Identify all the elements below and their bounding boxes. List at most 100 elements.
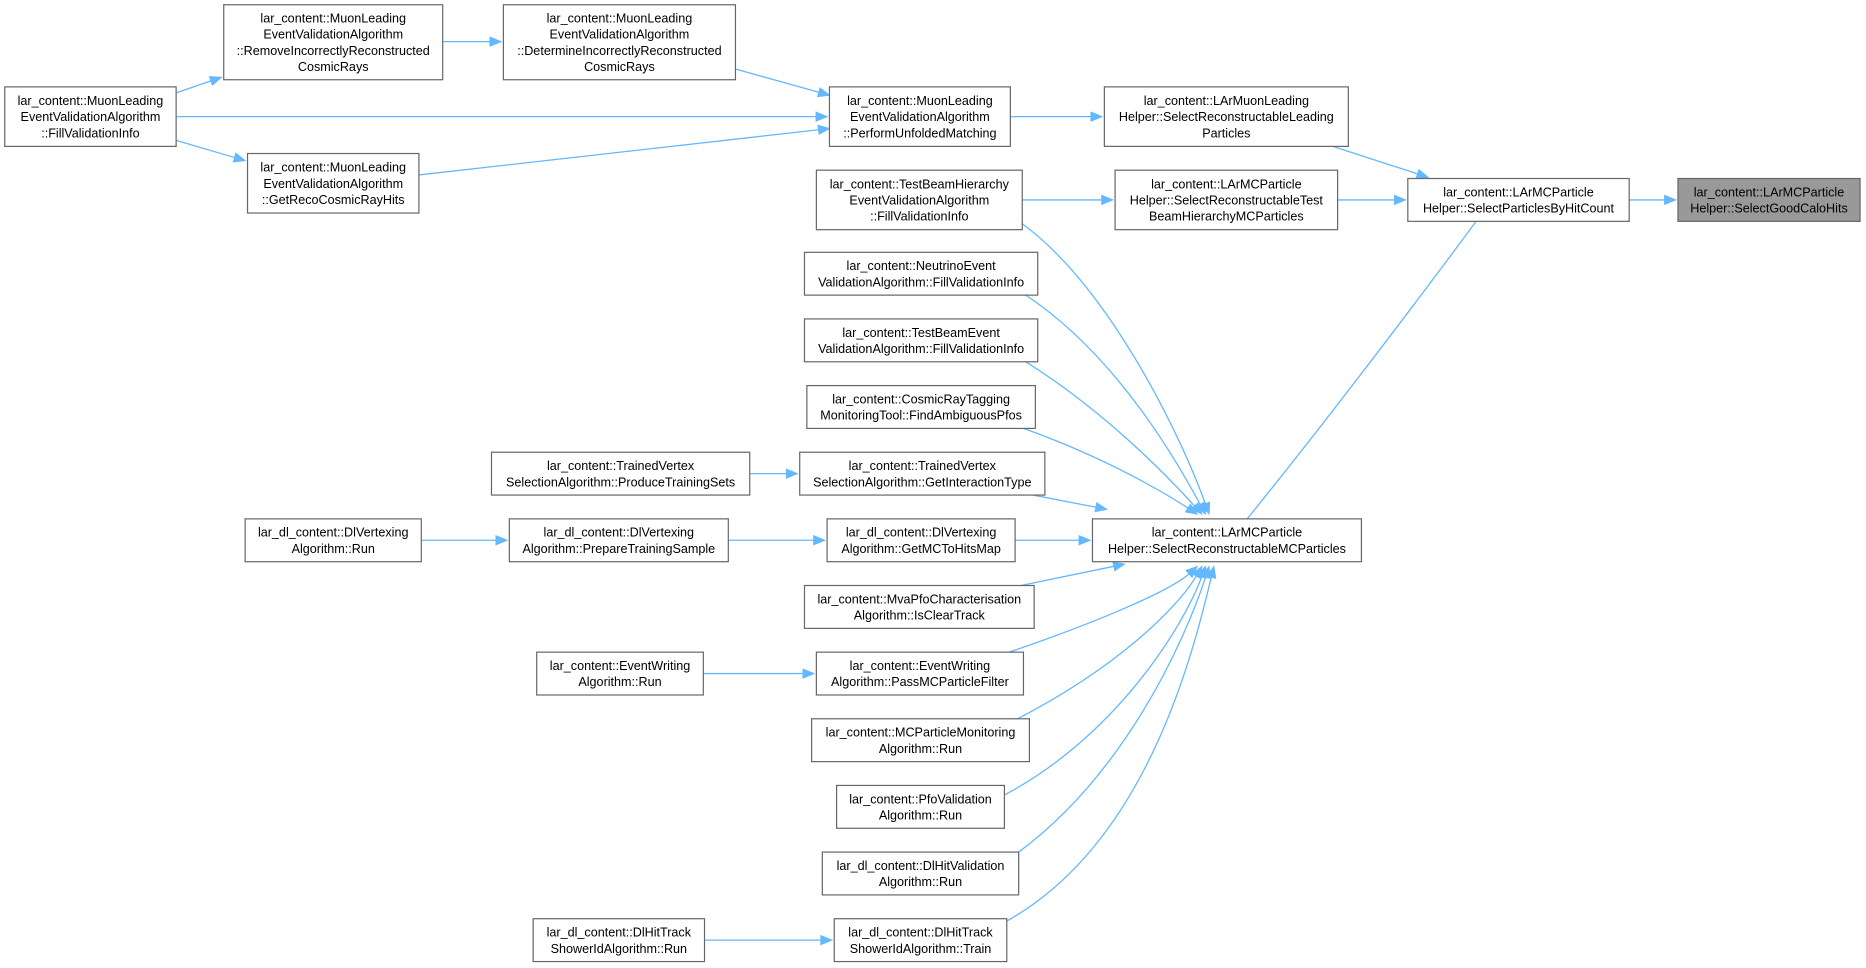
node-label-line: lar_dl_content::DlHitTrack bbox=[848, 926, 993, 940]
node-box bbox=[536, 651, 704, 696]
node-muon-remove-incorrect[interactable]: lar_content::MuonLeadingEventValidationA… bbox=[223, 4, 444, 81]
node-box bbox=[803, 584, 1035, 629]
node-label-line: ::GetRecoCosmicRayHits bbox=[262, 193, 405, 207]
node-label-line: Algorithm::Run bbox=[578, 675, 661, 689]
node-dl-hit-validation-run[interactable]: lar_dl_content::DlHitValidationAlgorithm… bbox=[821, 851, 1020, 896]
node-label-line: Helper::SelectGoodCaloHits bbox=[1690, 202, 1848, 216]
node-trained-vertex-interaction[interactable]: lar_content::TrainedVertexSelectionAlgor… bbox=[799, 451, 1046, 496]
node-label-line: lar_content::MuonLeading bbox=[547, 11, 693, 25]
node-label-line: lar_dl_content::DlHitValidation bbox=[837, 859, 1005, 873]
node-muon-get-reco-cosmic[interactable]: lar_content::MuonLeadingEventValidationA… bbox=[246, 152, 420, 214]
arrowhead-icon bbox=[1184, 503, 1199, 515]
node-box bbox=[1091, 518, 1363, 563]
node-box bbox=[508, 518, 729, 563]
node-dl-hit-track-shower-train[interactable]: lar_dl_content::DlHitTrackShowerIdAlgori… bbox=[833, 918, 1008, 963]
node-select-test-beam-hierarchy[interactable]: lar_content::LArMCParticleHelper::Select… bbox=[1114, 169, 1339, 231]
node-label-line: Helper::SelectReconstructableTest bbox=[1130, 193, 1324, 207]
arrowhead-icon bbox=[813, 535, 827, 546]
node-muon-fill-validation[interactable]: lar_content::MuonLeadingEventValidationA… bbox=[4, 86, 177, 147]
arrowhead-icon bbox=[489, 36, 503, 47]
edge-trained_vertex_produce-to-trained_vertex_interaction bbox=[749, 468, 799, 479]
node-label-line: EventValidationAlgorithm bbox=[849, 193, 989, 207]
node-muon-determine-incorrect[interactable]: lar_content::MuonLeadingEventValidationA… bbox=[502, 4, 737, 81]
edge-trained_vertex_interaction-to-select_reconstructable_mc bbox=[1032, 494, 1109, 513]
edge-dl_vertexing_get_mc-to-select_reconstructable_mc bbox=[1015, 535, 1092, 546]
node-label-line: lar_content::TrainedVertex bbox=[547, 459, 695, 473]
node-select-good-calo-hits[interactable]: lar_content::LArMCParticleHelper::Select… bbox=[1677, 177, 1861, 222]
node-mc-particle-monitoring-run[interactable]: lar_content::MCParticleMonitoringAlgorit… bbox=[811, 718, 1030, 763]
node-muon-select-leading[interactable]: lar_content::LArMuonLeadingHelper::Selec… bbox=[1103, 86, 1349, 147]
arrowhead-icon bbox=[817, 124, 831, 136]
node-box bbox=[815, 169, 1023, 231]
node-box bbox=[4, 86, 177, 147]
node-dl-vertexing-get-mc[interactable]: lar_dl_content::DlVertexingAlgorithm::Ge… bbox=[826, 518, 1016, 563]
node-label-line: EventValidationAlgorithm bbox=[550, 28, 690, 42]
edge-line bbox=[1004, 576, 1203, 796]
arrowhead-icon bbox=[1206, 565, 1217, 579]
edge-mva_pfo_clear_track-to-select_reconstructable_mc bbox=[1020, 561, 1126, 587]
node-label-line: lar_content::PfoValidation bbox=[849, 792, 992, 806]
node-mva-pfo-clear-track[interactable]: lar_content::MvaPfoCharacterisationAlgor… bbox=[803, 584, 1035, 629]
node-label-line: lar_content::MvaPfoCharacterisation bbox=[817, 592, 1021, 606]
arrowhead-icon bbox=[1664, 194, 1677, 206]
node-box bbox=[815, 651, 1025, 696]
node-label-line: CosmicRays bbox=[584, 60, 655, 74]
node-select-reconstructable-mc[interactable]: lar_content::LArMCParticleHelper::Select… bbox=[1091, 518, 1363, 563]
node-label-line: Algorithm::GetMCToHitsMap bbox=[841, 542, 1001, 556]
arrowhead-icon bbox=[1078, 535, 1092, 546]
edge-line bbox=[1008, 573, 1190, 653]
node-label-line: Algorithm::Run bbox=[879, 742, 962, 756]
node-label-line: Helper::SelectParticlesByHitCount bbox=[1423, 202, 1615, 216]
edge-muon_remove_incorrect-to-muon_determine_incorrect bbox=[442, 36, 503, 47]
edge-dl_vertexing_prepare-to-dl_vertexing_get_mc bbox=[728, 535, 827, 546]
edge-test_beam_hierarchy_fill-to-select_test_beam_hierarchy bbox=[1022, 194, 1115, 206]
node-label-line: ::FillValidationInfo bbox=[870, 210, 968, 224]
edge-muon_fill_validation-to-muon_remove_incorrect bbox=[175, 76, 223, 94]
node-box bbox=[244, 518, 422, 563]
node-dl-hit-track-shower-run[interactable]: lar_dl_content::DlHitTrackShowerIdAlgori… bbox=[532, 918, 706, 963]
node-muon-perform-unfolded[interactable]: lar_content::MuonLeadingEventValidationA… bbox=[828, 86, 1011, 147]
arrowhead-icon bbox=[1094, 502, 1109, 513]
node-neutrino-event-fill[interactable]: lar_content::NeutrinoEventValidationAlgo… bbox=[803, 251, 1039, 296]
edge-line bbox=[175, 139, 235, 159]
node-label-line: lar_content::MuonLeading bbox=[260, 161, 406, 175]
node-label-line: lar_content::EventWriting bbox=[550, 659, 690, 673]
node-label-line: lar_content::LArMCParticle bbox=[1152, 526, 1303, 540]
node-test-beam-event-fill[interactable]: lar_content::TestBeamEventValidationAlgo… bbox=[803, 318, 1039, 363]
node-trained-vertex-produce[interactable]: lar_content::TrainedVertexSelectionAlgor… bbox=[490, 451, 751, 496]
arrowhead-icon bbox=[815, 111, 829, 122]
node-select-particles-by-hit-count[interactable]: lar_content::LArMCParticleHelper::Select… bbox=[1407, 177, 1630, 222]
node-label-line: lar_content::LArMCParticle bbox=[1151, 177, 1302, 191]
node-label-line: ValidationAlgorithm::FillValidationInfo bbox=[818, 275, 1024, 289]
edge-muon_select_leading-to-select_particles_by_hit_count bbox=[1332, 145, 1430, 179]
node-label-line: lar_content::LArMCParticle bbox=[1443, 185, 1594, 199]
edge-muon_fill_validation-to-muon_perform_unfolded bbox=[176, 111, 829, 122]
node-label-line: EventValidationAlgorithm bbox=[263, 28, 403, 42]
edge-line bbox=[1017, 575, 1197, 720]
node-cosmic-ray-tagging[interactable]: lar_content::CosmicRayTaggingMonitoringT… bbox=[806, 384, 1036, 430]
node-label-line: lar_content::TestBeamEvent bbox=[842, 326, 1000, 340]
edge-line bbox=[1023, 427, 1189, 509]
edge-select_test_beam_hierarchy-to-select_particles_by_hit_count bbox=[1337, 194, 1407, 206]
edge-test_beam_event_fill-to-select_reconstructable_mc bbox=[1025, 361, 1203, 516]
node-box bbox=[806, 384, 1036, 430]
node-box bbox=[1103, 86, 1349, 147]
node-label-line: lar_content::MCParticleMonitoring bbox=[826, 726, 1016, 740]
node-label-line: lar_dl_content::DlVertexing bbox=[544, 526, 695, 540]
node-event-writing-pass[interactable]: lar_content::EventWritingAlgorithm::Pass… bbox=[815, 651, 1025, 696]
node-box bbox=[799, 451, 1046, 496]
node-label-line: lar_dl_content::DlVertexing bbox=[258, 526, 409, 540]
node-label-line: Algorithm::PassMCParticleFilter bbox=[831, 675, 1009, 689]
edge-dl_hit_track_shower_run-to-dl_hit_track_shower_train bbox=[704, 934, 834, 946]
node-dl-vertexing-run[interactable]: lar_dl_content::DlVertexingAlgorithm::Ru… bbox=[244, 518, 422, 563]
node-test-beam-hierarchy-fill[interactable]: lar_content::TestBeamHierarchyEventValid… bbox=[815, 169, 1023, 231]
node-label-line: SelectionAlgorithm::GetInteractionType bbox=[813, 475, 1031, 489]
node-dl-vertexing-prepare[interactable]: lar_dl_content::DlVertexingAlgorithm::Pr… bbox=[508, 518, 729, 563]
node-label-line: Algorithm::Run bbox=[879, 808, 962, 822]
node-label-line: EventValidationAlgorithm bbox=[21, 110, 161, 124]
arrowhead-icon bbox=[1190, 502, 1203, 516]
arrowhead-icon bbox=[1101, 194, 1115, 206]
